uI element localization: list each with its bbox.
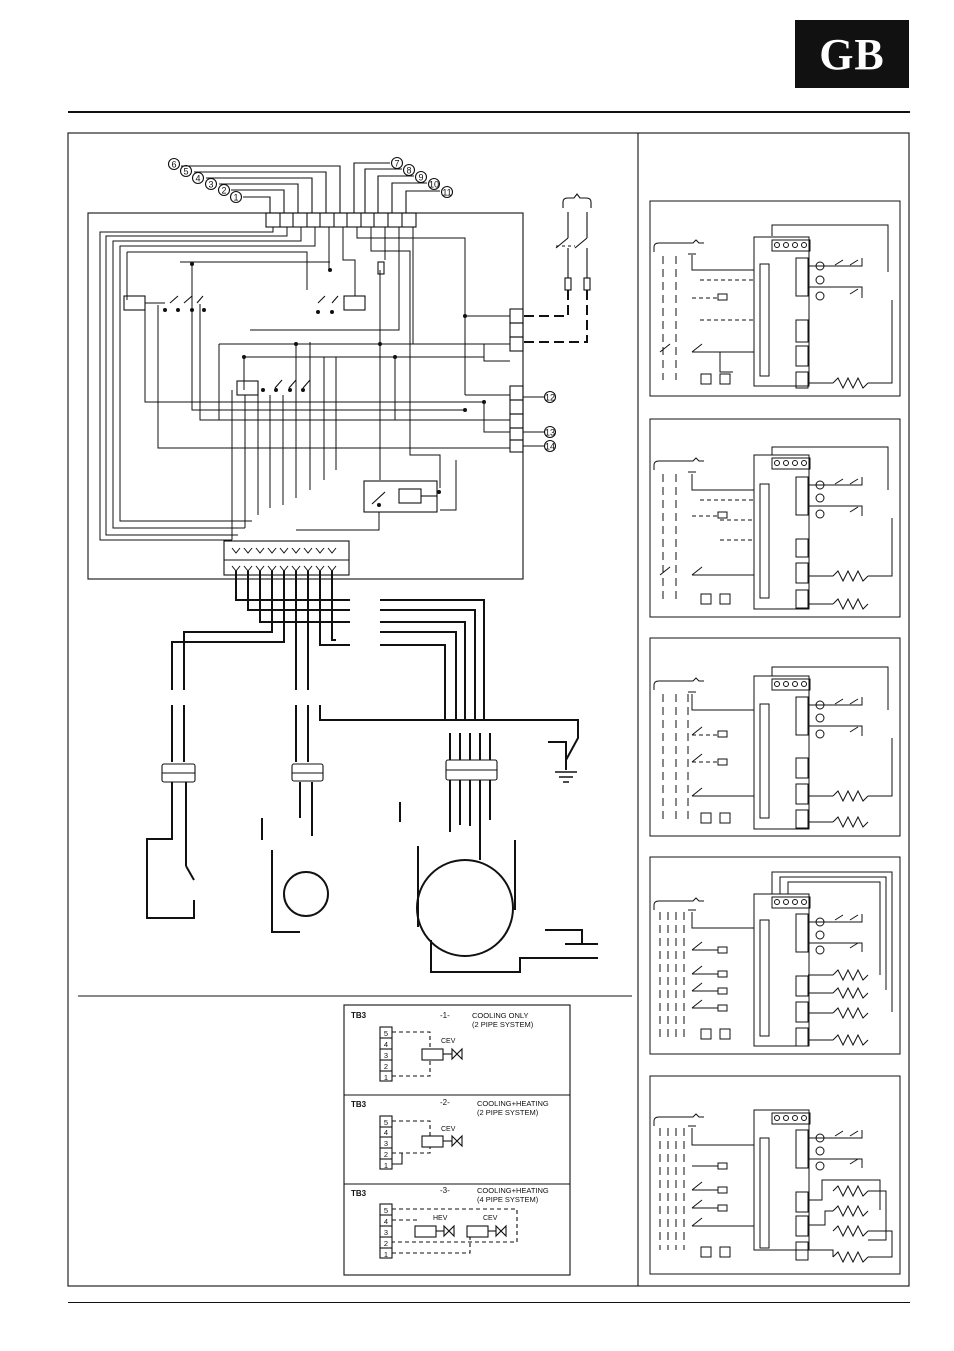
field-wiring [171,571,579,770]
option-title: COOLING ONLY [472,1011,529,1020]
field-connectors [161,759,498,783]
relays [123,261,385,396]
side-connectors [509,308,545,453]
ground-symbol [555,771,577,783]
field-devices [146,780,598,973]
terminal-3: 3 [384,1139,388,1148]
terminal-3: 3 [384,1228,388,1237]
terminal-4: 4 [384,1128,388,1137]
tb3-option-table: TB3 -1- COOLING ONLY (2 PIPE SYSTEM) 5 4… [343,1004,571,1276]
valve-label-hev: HEV [433,1215,448,1222]
marker-1: 1 [233,193,238,203]
option-title: COOLING+HEATING [477,1186,549,1195]
main-power-switch [523,193,592,343]
marker-leaders [181,162,440,213]
diagram-frame [67,132,910,1287]
marker-7: 7 [394,159,399,169]
marker-5: 5 [183,167,188,177]
terminal-5: 5 [384,1206,388,1215]
control-panel-5 [649,1075,901,1275]
top-terminal-strip [265,212,417,228]
valve-label-cev: CEV [483,1215,498,1222]
control-panel-4 [649,856,901,1055]
valve-label: CEV [441,1038,456,1045]
internal-wiring [99,227,511,541]
control-panel-3 [649,637,901,837]
control-panel-1 [649,200,901,397]
option-subtitle: (4 PIPE SYSTEM) [477,1195,539,1204]
terminal-2: 2 [384,1150,388,1159]
thermostat-relay [363,480,438,513]
option-subtitle: (2 PIPE SYSTEM) [472,1020,534,1029]
control-option-panels [649,200,901,1275]
terminal-4: 4 [384,1217,388,1226]
header-rule [68,111,910,113]
option-title: COOLING+HEATING [477,1099,549,1108]
tb3-option-2: TB3 -2- COOLING+HEATING (2 PIPE SYSTEM) … [351,1098,549,1170]
bottom-connector [223,540,350,576]
main-wiring-diagram: 1 2 3 4 5 6 7 8 9 10 11 [87,156,598,973]
terminal-1: 1 [384,1161,388,1170]
terminal-2: 2 [384,1239,388,1248]
tb3-option-3: TB3 -3- COOLING+HEATING (4 PIPE SYSTEM) … [351,1186,549,1259]
marker-14: 14 [545,442,555,452]
control-panel-2 [649,418,901,618]
tb3-label: TB3 [351,1100,367,1109]
marker-13: 13 [545,428,555,438]
tb3-option-1: TB3 -1- COOLING ONLY (2 PIPE SYSTEM) 5 4… [351,1011,534,1082]
terminal-5: 5 [384,1029,388,1038]
gb-language-badge: GB [795,20,909,88]
side-markers: 12 13 14 [543,390,557,453]
marker-4: 4 [195,174,200,184]
footer-rule [68,1302,910,1303]
marker-12: 12 [545,393,555,403]
control-box [87,212,524,580]
terminal-5: 5 [384,1118,388,1127]
marker-9: 9 [418,173,423,183]
option-subtitle: (2 PIPE SYSTEM) [477,1108,539,1117]
option-index: -3- [440,1186,450,1195]
terminal-1: 1 [384,1250,388,1259]
marker-8: 8 [406,166,411,176]
marker-2: 2 [221,186,226,196]
marker-3: 3 [208,180,213,190]
tb3-label: TB3 [351,1011,367,1020]
junction-dots [163,262,486,507]
option-index: -1- [440,1011,450,1020]
marker-10: 10 [429,180,439,190]
terminal-2: 2 [384,1062,388,1071]
terminal-3: 3 [384,1051,388,1060]
terminal-1: 1 [384,1073,388,1082]
valve-label: CEV [441,1126,456,1133]
marker-6: 6 [171,160,176,170]
terminal-markers: 1 2 3 4 5 6 7 8 9 10 11 [167,156,454,204]
marker-11: 11 [442,188,451,198]
option-index: -2- [440,1098,450,1107]
terminal-4: 4 [384,1040,388,1049]
tb3-label: TB3 [351,1189,367,1198]
